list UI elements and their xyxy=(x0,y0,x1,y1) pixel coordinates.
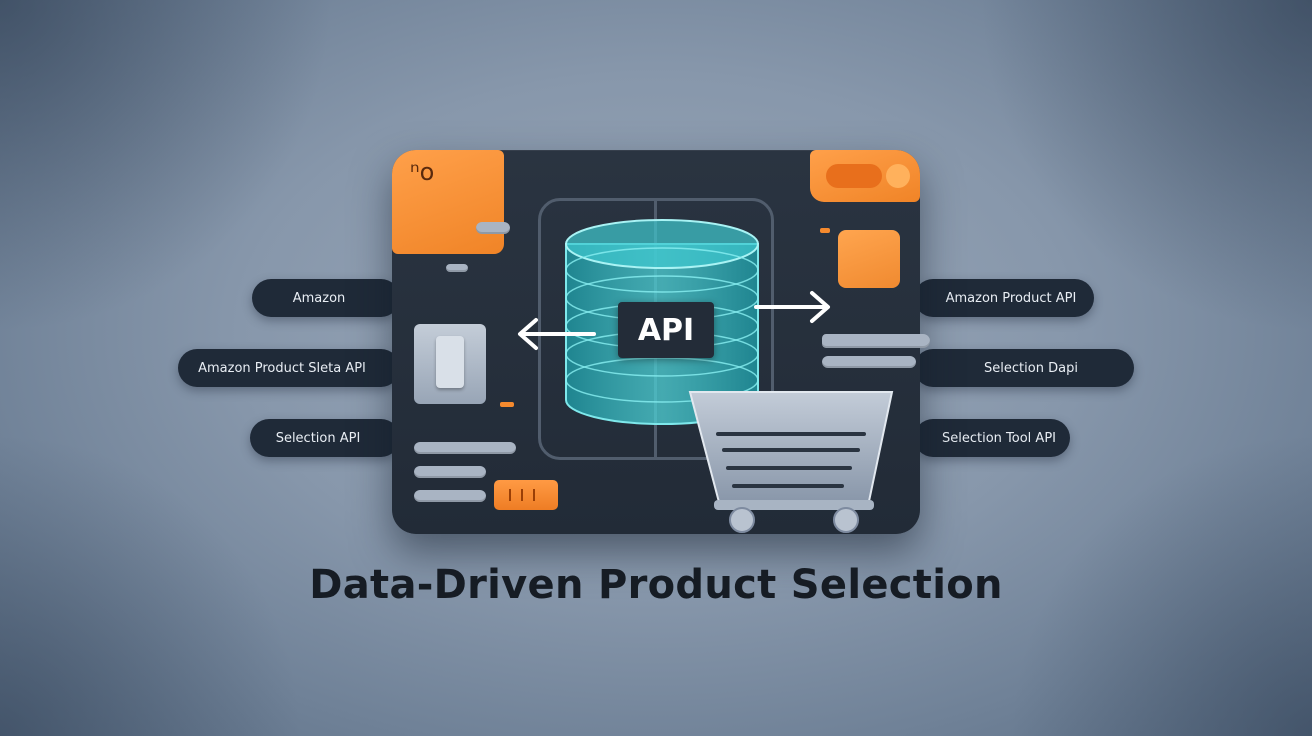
grey-tab xyxy=(446,264,468,272)
orange-block-marks xyxy=(509,489,535,501)
api-label: API xyxy=(618,302,714,358)
label-amazon: Amazon xyxy=(252,279,400,317)
toggle-pill xyxy=(826,164,882,188)
toggle-dot xyxy=(886,164,910,188)
list-line xyxy=(414,442,516,454)
orange-indicator xyxy=(500,402,514,407)
list-line xyxy=(414,490,486,502)
orange-action-block xyxy=(494,480,558,510)
orange-indicator xyxy=(820,228,830,233)
label-amazon-product-sleta-api: Amazon Product Sleta API xyxy=(178,349,400,387)
label-amazon-product-api: Amazon Product API xyxy=(914,279,1094,317)
label-selection-api-left: Selection API xyxy=(250,419,400,457)
arrow-right-icon xyxy=(754,291,830,323)
diagram-title: Data-Driven Product Selection xyxy=(309,562,1003,608)
list-line xyxy=(414,466,486,478)
right-slot-line xyxy=(822,334,930,348)
right-slot-line xyxy=(822,356,916,368)
label-selection-tool-api: Selection Tool API xyxy=(914,419,1070,457)
arrow-left-icon xyxy=(518,318,596,350)
orange-square-tile xyxy=(838,230,900,288)
label-selection-dapi: Selection Dapi xyxy=(914,349,1134,387)
orange-corner-block xyxy=(392,150,504,254)
grey-tab xyxy=(476,222,510,234)
shopping-cart-icon xyxy=(688,391,894,533)
switch-knob xyxy=(436,336,464,388)
corner-glyph: ⁿo xyxy=(410,158,435,186)
